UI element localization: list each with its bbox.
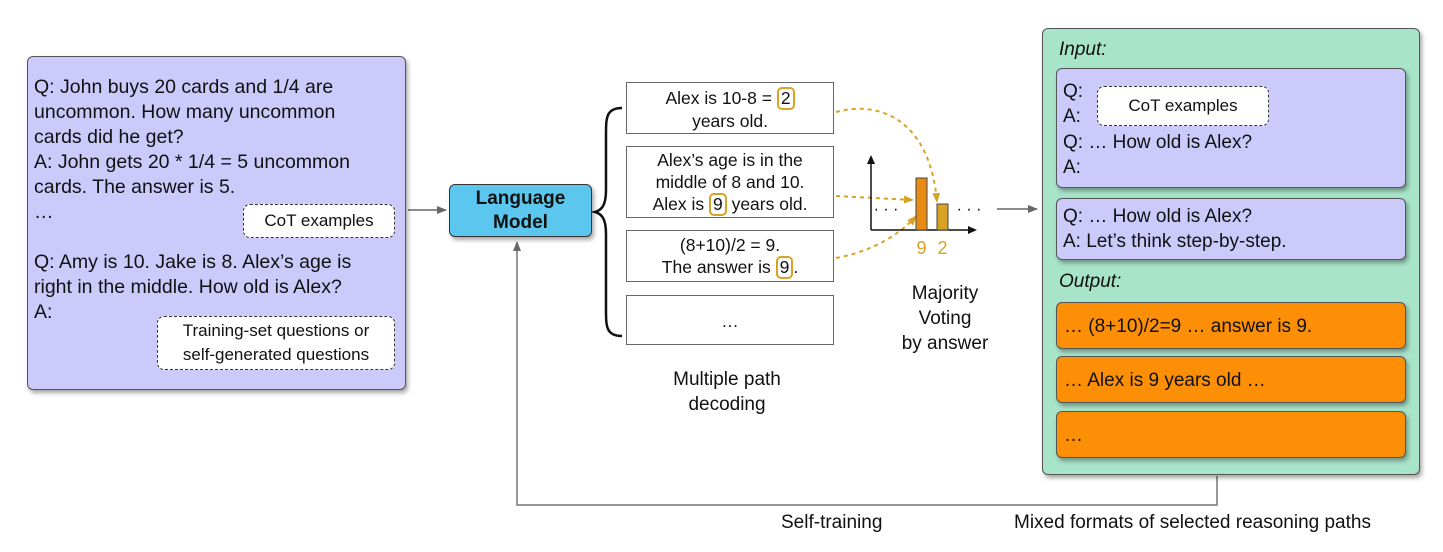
- mixed-formats-caption: Mixed formats of selected reasoning path…: [1014, 512, 1371, 533]
- self-training-caption: Self-training: [781, 512, 883, 533]
- voting-caption: Majority Voting by answer: [885, 281, 1005, 356]
- decoding-caption-line: decoding: [688, 394, 766, 415]
- language-model-label: Model: [493, 212, 548, 233]
- reasoning-path-3: (8+10)/2 = 9. The answer is 9.: [626, 230, 834, 282]
- prompt-line: …: [34, 201, 54, 223]
- path-text: (8+10)/2 = 9.: [679, 235, 781, 255]
- vote-arrow-1: [835, 107, 941, 203]
- prompt-line: A:: [34, 301, 53, 323]
- vote-bar-label: 2: [937, 238, 947, 258]
- language-model-box: Language Model: [449, 184, 592, 237]
- reasoning-path-1: Alex is 10-8 = 2 years old.: [626, 82, 834, 134]
- input-line: Q: … How old is Alex?: [1063, 132, 1253, 153]
- voting-caption-line: by answer: [901, 333, 989, 354]
- path-answer-highlight: 9: [708, 193, 727, 216]
- decoding-caption: Multiple path decoding: [627, 367, 827, 417]
- output-path: … (8+10)/2=9 … answer is 9.: [1056, 302, 1406, 349]
- path-answer-highlight: 9: [775, 256, 794, 279]
- output-path: …: [1056, 411, 1406, 458]
- questions-tag-line: Training-set questions or: [182, 321, 370, 340]
- vote-bar-2: [936, 203, 949, 231]
- input-line: Q: … How old is Alex?: [1063, 206, 1253, 227]
- paths-brace: [590, 106, 623, 338]
- prompt-line: right in the middle. How old is Alex?: [34, 276, 342, 298]
- path-text: Alex is 10-8 =: [665, 88, 777, 108]
- vote-dots-left: · · ·: [874, 201, 899, 218]
- vote-bar-9: [915, 177, 928, 231]
- vote-dots-right: · · ·: [957, 201, 982, 218]
- vote-axis-x-arrow: [968, 226, 977, 234]
- prompt-line: Q: Amy is 10. Jake is 8. Alex’s age is: [34, 251, 352, 273]
- input-line: A:: [1063, 106, 1081, 127]
- questions-tag-line: self-generated questions: [182, 345, 370, 364]
- prompt-line: A: John gets 20 * 1/4 = 5 uncommon: [34, 151, 350, 173]
- cot-examples-tag: CoT examples: [1097, 86, 1269, 126]
- path-text: middle of 8 and 10.: [655, 172, 805, 192]
- cot-examples-tag: CoT examples: [243, 204, 395, 238]
- path-answer-highlight: 2: [776, 87, 795, 110]
- self-training-loop: [513, 241, 1218, 506]
- prompt-line: cards did he get?: [34, 126, 184, 148]
- vote-bar-label: 9: [916, 238, 926, 258]
- input-line: A: Let’s think step-by-step.: [1063, 231, 1287, 252]
- path-text: .: [793, 257, 799, 277]
- output-path: … Alex is 9 years old …: [1056, 356, 1406, 403]
- vote-arrow-2: [835, 195, 914, 204]
- prompt-line: uncommon. How many uncommon: [34, 101, 336, 123]
- questions-tag: Training-set questions or self-generated…: [157, 316, 395, 370]
- reasoning-path-4: …: [626, 295, 834, 345]
- voting-caption-line: Voting: [918, 308, 972, 329]
- path-text: Alex is: [652, 194, 709, 214]
- path-text: years old.: [692, 111, 768, 131]
- input-section-label: Input:: [1059, 39, 1107, 60]
- prompt-panel: Q: John buys 20 cards and 1/4 are uncomm…: [27, 56, 406, 390]
- output-section-label: Output:: [1059, 271, 1122, 292]
- prompt-line: cards. The answer is 5.: [34, 176, 236, 198]
- path-text: Alex’s age is in the: [657, 150, 803, 170]
- input-line: A:: [1063, 157, 1081, 178]
- reasoning-path-2: Alex’s age is in the middle of 8 and 10.…: [626, 146, 834, 218]
- prompt-line: Q: John buys 20 cards and 1/4 are: [34, 76, 334, 98]
- path-text: …: [721, 311, 739, 331]
- input-format-zero-shot: Q: … How old is Alex? A: Let’s think ste…: [1056, 198, 1406, 260]
- voting-caption-line: Majority: [911, 283, 979, 304]
- training-data-panel: Input: Q: A: CoT examples Q: … How old i…: [1042, 28, 1420, 475]
- path-text: The answer is: [661, 257, 776, 277]
- input-format-cot: Q: A: CoT examples Q: … How old is Alex?…: [1056, 68, 1406, 188]
- vote-axis-y-arrow: [867, 155, 875, 164]
- vote-arrow-3: [835, 215, 917, 259]
- input-line: Q:: [1063, 81, 1084, 102]
- decoding-caption-line: Multiple path: [673, 369, 781, 390]
- language-model-label: Language: [475, 188, 566, 209]
- path-text: years old.: [726, 194, 808, 214]
